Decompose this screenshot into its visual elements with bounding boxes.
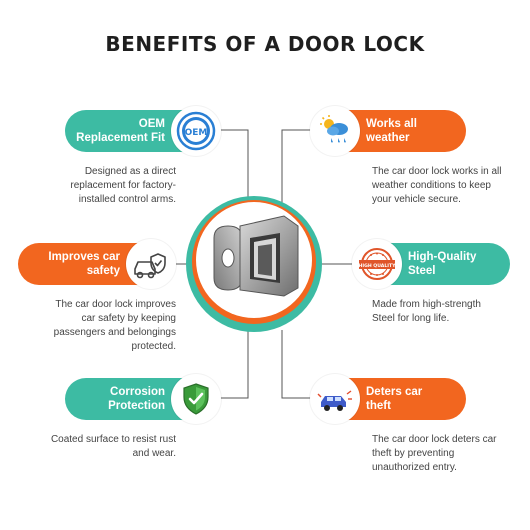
- oem-badge-icon: OEM: [171, 106, 221, 156]
- quality-stamp-icon: HIGH QUALITY: [352, 239, 402, 289]
- benefit-theft-desc: The car door lock deters car theft by pr…: [372, 434, 497, 473]
- benefit-safety-desc: The car door lock improves car safety by…: [53, 299, 176, 352]
- benefit-corrosion-desc: Coated surface to resist rust and wear.: [50, 434, 176, 459]
- benefit-weather-desc: The car door lock works in all weather c…: [372, 166, 502, 205]
- benefit-oem-desc: Designed as a direct replacement for fac…: [70, 166, 176, 205]
- benefit-corrosion-pill: Corrosion Protection: [65, 374, 221, 424]
- benefit-steel-pill: HIGH QUALITY High-Quality Steel: [352, 239, 510, 289]
- benefit-corrosion-label: Corrosion Protection: [108, 386, 165, 412]
- benefit-safety-pill: Improves car safety: [18, 239, 176, 289]
- benefit-steel-desc: Made from high-strength Steel for long l…: [372, 299, 481, 324]
- door-lock-striker-image: [213, 215, 299, 297]
- page-title: BENEFITS OF A DOOR LOCK: [105, 32, 425, 56]
- car-shield-icon: [126, 239, 176, 289]
- center-product-frame: [186, 196, 322, 332]
- svg-text:HIGH QUALITY: HIGH QUALITY: [359, 263, 397, 269]
- car-theft-icon: [310, 374, 360, 424]
- weather-icon: [310, 106, 360, 156]
- benefit-safety-label: Improves car safety: [48, 251, 120, 277]
- benefit-oem-pill: OEM Replacement Fit OEM: [65, 106, 221, 156]
- benefit-weather-label: Works all weather: [366, 118, 417, 144]
- benefit-steel-label: High-Quality Steel: [408, 251, 477, 277]
- benefit-theft-pill: Deters car theft: [310, 374, 466, 424]
- svg-text:OEM: OEM: [185, 128, 208, 138]
- benefit-oem-label: OEM Replacement Fit: [76, 118, 165, 144]
- shield-check-icon: [171, 374, 221, 424]
- benefit-weather-pill: Works all weather: [310, 106, 466, 156]
- benefit-theft-label: Deters car theft: [366, 386, 423, 412]
